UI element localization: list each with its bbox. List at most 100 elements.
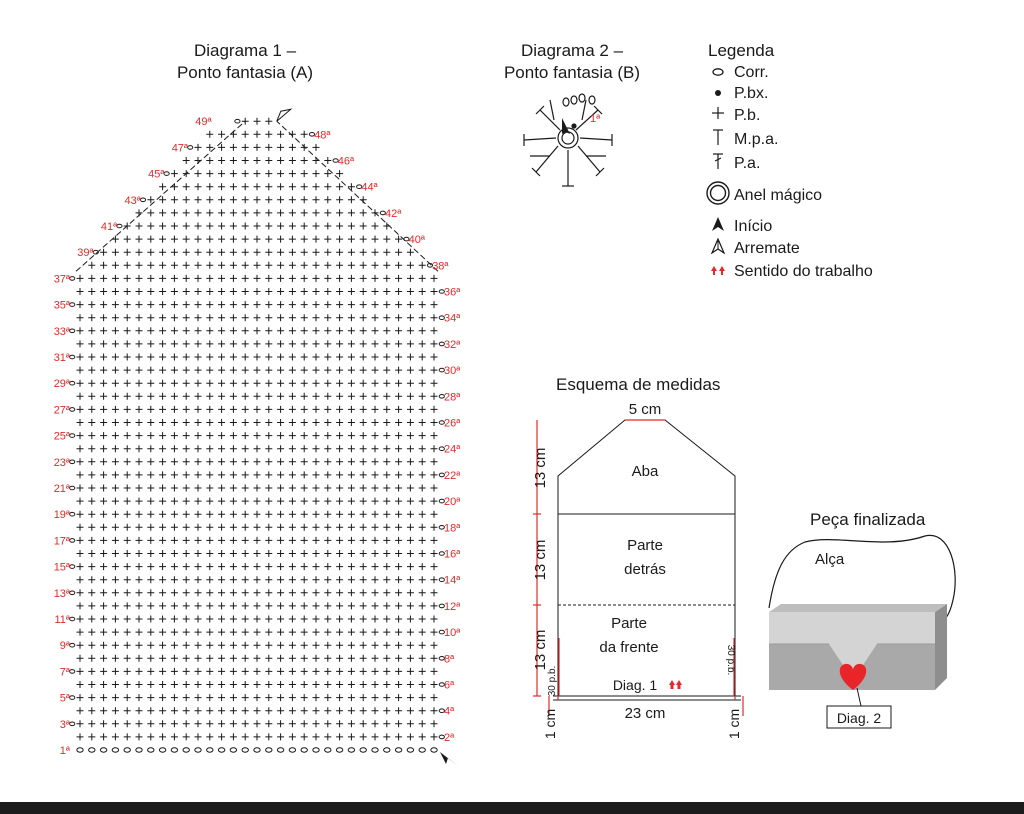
single-crochet-stitch: [88, 615, 96, 623]
single-crochet-stitch: [194, 183, 202, 191]
back-label-line2: detrás: [624, 561, 666, 578]
single-crochet-stitch: [88, 628, 96, 636]
single-crochet-stitch: [347, 288, 355, 295]
single-crochet-stitch: [159, 641, 167, 649]
single-crochet-stitch: [300, 366, 308, 374]
single-crochet-stitch: [312, 707, 320, 715]
finished-piece: Alça Diag. 2: [768, 534, 956, 729]
single-crochet-stitch: [347, 720, 355, 728]
single-crochet-stitch: [123, 681, 131, 688]
turning-chain: [438, 289, 445, 294]
single-crochet-stitch: [123, 235, 131, 243]
row-label: 6ª: [444, 680, 455, 692]
single-crochet-stitch: [359, 235, 367, 243]
single-crochet-stitch: [218, 405, 226, 413]
single-crochet-stitch: [265, 301, 273, 309]
single-crochet-stitch: [430, 615, 438, 623]
single-crochet-stitch: [418, 563, 426, 571]
single-crochet-stitch: [347, 379, 355, 387]
single-crochet-stitch: [265, 458, 273, 466]
single-crochet-stitch: [100, 681, 108, 688]
single-crochet-stitch: [218, 523, 226, 531]
single-crochet-stitch: [336, 327, 344, 335]
single-crochet-stitch: [324, 196, 332, 204]
single-crochet-stitch: [206, 419, 214, 426]
finish-arrow-icon: [706, 237, 730, 260]
turning-chain: [438, 603, 445, 609]
single-crochet-stitch: [300, 510, 308, 518]
single-crochet-stitch: [159, 458, 167, 466]
single-crochet-stitch: [277, 497, 285, 505]
single-crochet-stitch: [265, 536, 273, 544]
single-crochet-stitch: [288, 536, 296, 544]
single-crochet-stitch: [418, 720, 426, 728]
single-crochet-stitch: [182, 379, 190, 387]
single-crochet-stitch: [277, 445, 285, 453]
single-crochet-stitch: [218, 576, 226, 584]
single-crochet-stitch: [336, 667, 344, 675]
single-crochet-stitch: [277, 694, 285, 702]
single-crochet-stitch: [253, 536, 261, 544]
single-crochet-stitch: [159, 209, 167, 217]
single-crochet-stitch: [241, 170, 249, 178]
single-crochet-stitch: [76, 301, 84, 309]
single-crochet-stitch: [406, 405, 414, 413]
single-crochet-stitch: [336, 733, 344, 741]
single-crochet-stitch: [88, 327, 96, 335]
turning-chain: [332, 158, 339, 163]
single-crochet-stitch: [182, 602, 190, 610]
single-crochet-stitch: [418, 523, 426, 531]
flap-height-label: 13 cm: [532, 448, 549, 489]
single-crochet-stitch: [430, 654, 438, 662]
single-crochet-stitch: [418, 497, 426, 505]
single-crochet-stitch: [218, 288, 226, 295]
single-crochet-stitch: [194, 707, 202, 715]
single-crochet-stitch: [395, 720, 403, 728]
double-crochet-icon: [706, 152, 730, 176]
single-crochet-stitch: [88, 654, 96, 662]
single-crochet-stitch: [76, 458, 84, 466]
single-crochet-stitch: [395, 563, 403, 571]
single-crochet-stitch: [383, 628, 391, 636]
single-crochet-stitch: [206, 458, 214, 466]
legend-label: Arremate: [734, 240, 800, 257]
single-crochet-stitch: [312, 340, 320, 348]
single-crochet-stitch: [229, 536, 237, 544]
single-crochet-stitch: [347, 681, 355, 688]
single-crochet-stitch: [324, 615, 332, 623]
start-arrow-icon: [706, 216, 730, 238]
single-crochet-stitch: [147, 654, 155, 662]
single-crochet-stitch: [170, 288, 178, 295]
single-crochet-stitch: [288, 445, 296, 453]
single-crochet-stitch: [229, 602, 237, 610]
single-crochet-stitch: [206, 353, 214, 361]
single-crochet-stitch: [182, 222, 190, 230]
single-crochet-stitch: [170, 523, 178, 531]
single-crochet-stitch: [406, 720, 414, 728]
single-crochet-stitch: [277, 471, 285, 479]
single-crochet-stitch: [206, 222, 214, 230]
single-crochet-stitch: [371, 471, 379, 479]
single-crochet-stitch: [111, 314, 119, 322]
diagram1-title-line2: Ponto fantasia (A): [176, 63, 314, 82]
single-crochet-stitch: [277, 432, 285, 440]
row-label: 13ª: [54, 588, 71, 600]
single-crochet-stitch: [159, 694, 167, 702]
single-crochet-stitch: [88, 707, 96, 715]
single-crochet-stitch: [418, 550, 426, 557]
single-crochet-stitch: [430, 392, 438, 400]
single-crochet-stitch: [300, 261, 308, 269]
single-crochet-stitch: [277, 523, 285, 531]
single-crochet-stitch: [159, 432, 167, 440]
single-crochet-stitch: [336, 196, 344, 204]
single-crochet-stitch: [241, 419, 249, 426]
row-label: 17ª: [54, 535, 71, 547]
single-crochet-stitch: [312, 261, 320, 269]
single-crochet-stitch: [229, 563, 237, 571]
single-crochet-stitch: [206, 235, 214, 243]
single-crochet-stitch: [336, 340, 344, 348]
single-crochet-stitch: [241, 576, 249, 584]
single-crochet-stitch: [288, 720, 296, 728]
row-label: 22ª: [444, 470, 460, 482]
single-crochet-stitch: [288, 497, 296, 505]
